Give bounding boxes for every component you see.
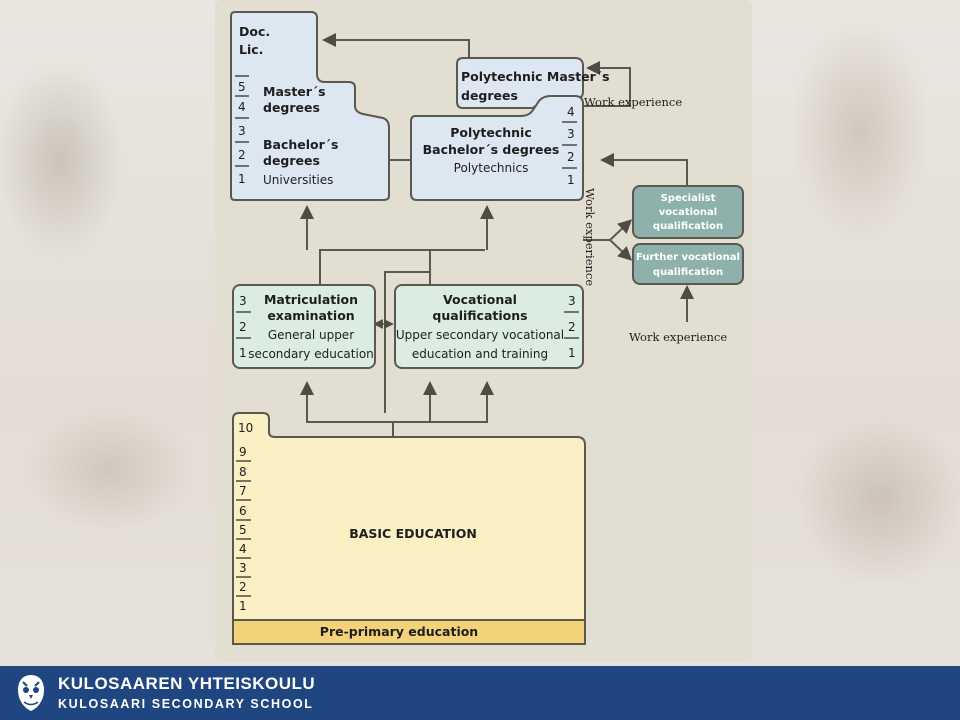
arrow-basic-to-matriculation (300, 381, 394, 437)
basic-year: 7 (239, 484, 247, 498)
arrow-to-specialist (609, 219, 633, 241)
school-name-english: KULOSAARI SECONDARY SCHOOL (58, 697, 314, 711)
lic-label: Lic. (239, 42, 263, 57)
polytechnic-master-label-line2: degrees (461, 88, 518, 103)
vocational-year: 2 (568, 320, 576, 334)
pre-primary-band: Pre-primary education (232, 619, 586, 645)
basic-year: 8 (239, 465, 247, 479)
line-upper-to-higher (319, 249, 485, 285)
bachelors-label-line1: Bachelor´s (263, 137, 338, 152)
specialist-qualification-box: Specialist vocational qualification (632, 185, 744, 239)
university-year: 2 (238, 148, 246, 162)
vocational-title-line1: Vocational (443, 292, 517, 307)
pre-primary-label: Pre-primary education (320, 624, 478, 639)
basic-extra-year: 10 (238, 421, 253, 435)
further-label-line2: qualification (653, 267, 723, 278)
matriculation-year: 3 (239, 294, 247, 308)
basic-year: 2 (239, 580, 247, 594)
vocational-year: 1 (568, 346, 576, 360)
basic-education-title: BASIC EDUCATION (349, 526, 477, 541)
university-year: 4 (238, 100, 246, 114)
education-system-diagram: Doc. Lic. 5 4 3 2 1 Master´s degrees Bac… (230, 11, 744, 645)
specialist-label-line3: qualification (653, 221, 723, 232)
polytechnics-box: Polytechnic Bachelor´s degrees Polytechn… (410, 95, 584, 201)
polytechnic-title-line1: Polytechnic (450, 125, 532, 140)
masters-label-line2: degrees (263, 100, 320, 115)
work-experience-label-top: Work experience (584, 95, 682, 109)
arrow-basic-to-vocational-2 (393, 381, 437, 423)
matriculation-box: 3 2 1 Matriculation examination General … (232, 284, 376, 369)
arrow-specialist-to-polytechnic (600, 153, 688, 186)
arrow-to-further (609, 239, 633, 261)
footer-bar: KULOSAAREN YHTEISKOULU KULOSAARI SECONDA… (0, 666, 960, 720)
polytechnic-year: 4 (567, 105, 575, 119)
vocational-year: 3 (568, 294, 576, 308)
university-year: 5 (238, 80, 246, 94)
vocational-box: Vocational qualifications Upper secondar… (394, 284, 584, 369)
university-year: 3 (238, 124, 246, 138)
matriculation-title-line2: examination (267, 308, 354, 323)
basic-year: 6 (239, 504, 247, 518)
masters-label-line1: Master´s (263, 84, 326, 99)
polytechnic-year: 2 (567, 150, 575, 164)
matriculation-sub-line2: secondary education (248, 347, 374, 361)
matriculation-title-line1: Matriculation (264, 292, 358, 307)
universities-box: Doc. Lic. 5 4 3 2 1 Master´s degrees Bac… (230, 11, 390, 201)
arrow-basic-to-vocational (393, 381, 494, 423)
owl-logo-icon (18, 675, 44, 711)
arrow-master-to-doc (322, 33, 470, 60)
basic-year: 3 (239, 561, 247, 575)
specialist-label-line1: Specialist (661, 193, 716, 204)
bachelors-label-line2: degrees (263, 153, 320, 168)
vocational-sub-line2: education and training (412, 347, 548, 361)
matriculation-year: 2 (239, 320, 247, 334)
matriculation-sub-line1: General upper (268, 328, 354, 342)
further-label-line1: Further vocational (636, 252, 740, 263)
vocational-title-line2: qualifications (432, 308, 527, 323)
work-experience-label-vertical: Work experience (583, 188, 597, 286)
further-qualification-box: Further vocational qualification (632, 243, 744, 285)
vocational-sub-line1: Upper secondary vocational (396, 328, 564, 342)
diagram-panel: Doc. Lic. 5 4 3 2 1 Master´s degrees Bac… (215, 0, 752, 662)
basic-year: 4 (239, 542, 247, 556)
basic-year: 5 (239, 523, 247, 537)
school-name-finnish: KULOSAAREN YHTEISKOULU (58, 674, 316, 693)
polytechnic-year: 3 (567, 127, 575, 141)
polytechnic-title-line2: Bachelor´s degrees (423, 142, 560, 157)
basic-year: 1 (239, 599, 247, 613)
universities-label: Universities (263, 173, 333, 187)
basic-year: 9 (239, 445, 247, 459)
arrow-work-experience-to-master (575, 61, 631, 107)
matriculation-year: 1 (239, 346, 247, 360)
polytechnics-label: Polytechnics (454, 161, 529, 175)
polytechnic-year: 1 (567, 173, 575, 187)
doc-label: Doc. (239, 24, 270, 39)
basic-education-box: 10 9 8 7 6 5 4 3 2 1 BASIC EDUCATION (232, 412, 586, 621)
university-year: 1 (238, 172, 246, 186)
work-experience-label-bottom: Work experience (629, 330, 727, 344)
specialist-label-line2: vocational (659, 207, 717, 218)
polytechnic-master-label-line1: Polytechnic Master´s (461, 69, 610, 84)
